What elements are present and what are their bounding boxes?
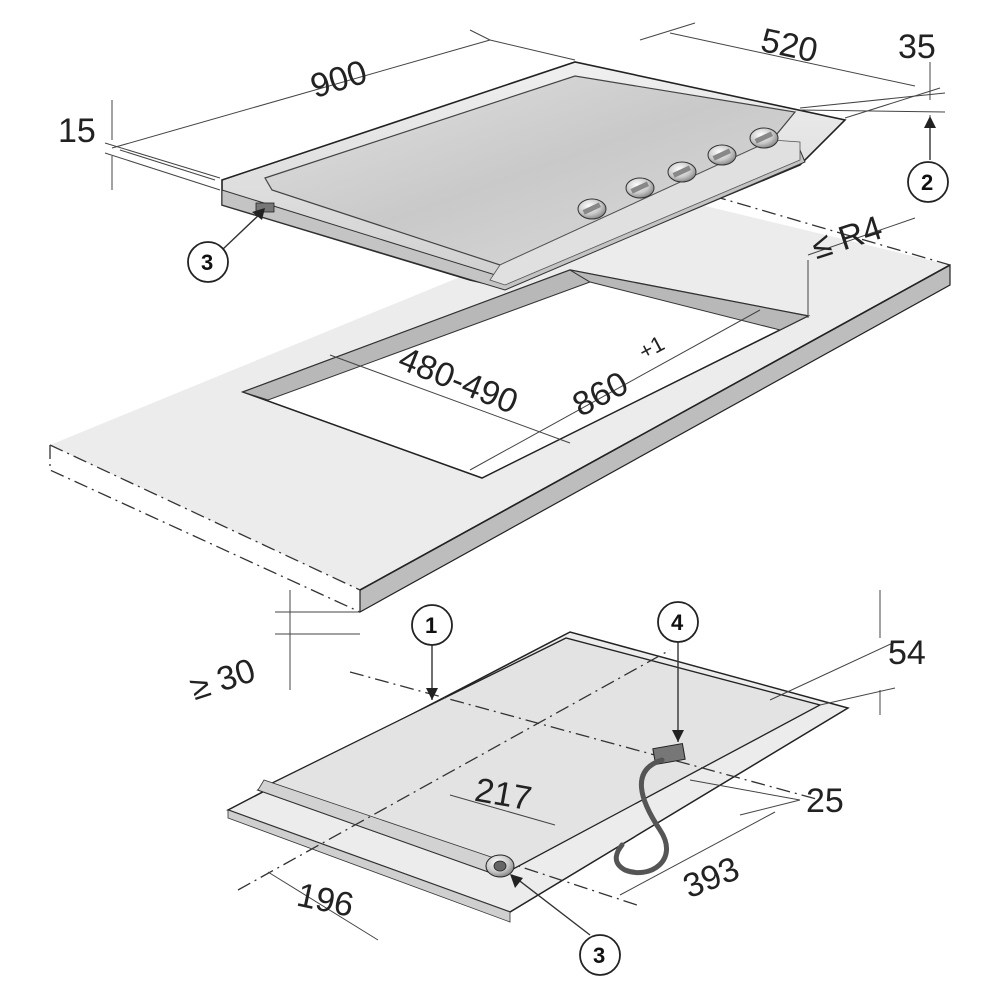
dim-min-thickness: ≥ 30	[186, 651, 260, 708]
dim-body-height: 54	[888, 634, 926, 672]
svg-text:3: 3	[201, 250, 213, 275]
knob-4[interactable]	[707, 144, 737, 166]
hob-knobs	[577, 127, 779, 220]
hob-connector-small	[255, 202, 275, 213]
dim-width: 900	[306, 53, 371, 106]
svg-text:4: 4	[671, 610, 684, 635]
cutout	[240, 269, 811, 479]
callout-3-bottom: 3	[510, 874, 621, 976]
callout-2: 2	[907, 116, 949, 203]
dimension-lines-bottom	[267, 590, 896, 941]
svg-text:2: 2	[921, 170, 933, 195]
knob-3[interactable]	[667, 161, 697, 183]
callout-3-top: 3	[187, 208, 265, 283]
dim-front-offset: 15	[58, 112, 96, 150]
hob-top-view	[221, 61, 847, 291]
dim-depth: 520	[758, 21, 821, 70]
knob-2[interactable]	[625, 177, 655, 199]
svg-text:3: 3	[593, 943, 605, 968]
dim-connector-offset-d: 196	[294, 876, 357, 925]
dim-connector-offset-c: 393	[678, 850, 745, 906]
gas-connector	[485, 854, 515, 878]
underside-flange-edge	[227, 809, 511, 923]
dimension-lines-top	[104, 22, 946, 690]
knob-5[interactable]	[749, 127, 779, 149]
dim-rear-offset: 35	[898, 28, 936, 66]
callouts: 1 2 3 4 3	[187, 116, 949, 976]
callout-1: 1	[411, 604, 453, 700]
hob-underside-view	[226, 631, 850, 923]
svg-text:1: 1	[425, 613, 437, 638]
cutout-right-wall	[569, 269, 810, 331]
knob-1[interactable]	[577, 198, 607, 220]
dim-connector-offset-b: 25	[806, 782, 844, 820]
power-cable	[613, 757, 669, 876]
callout-4: 4	[657, 601, 699, 742]
